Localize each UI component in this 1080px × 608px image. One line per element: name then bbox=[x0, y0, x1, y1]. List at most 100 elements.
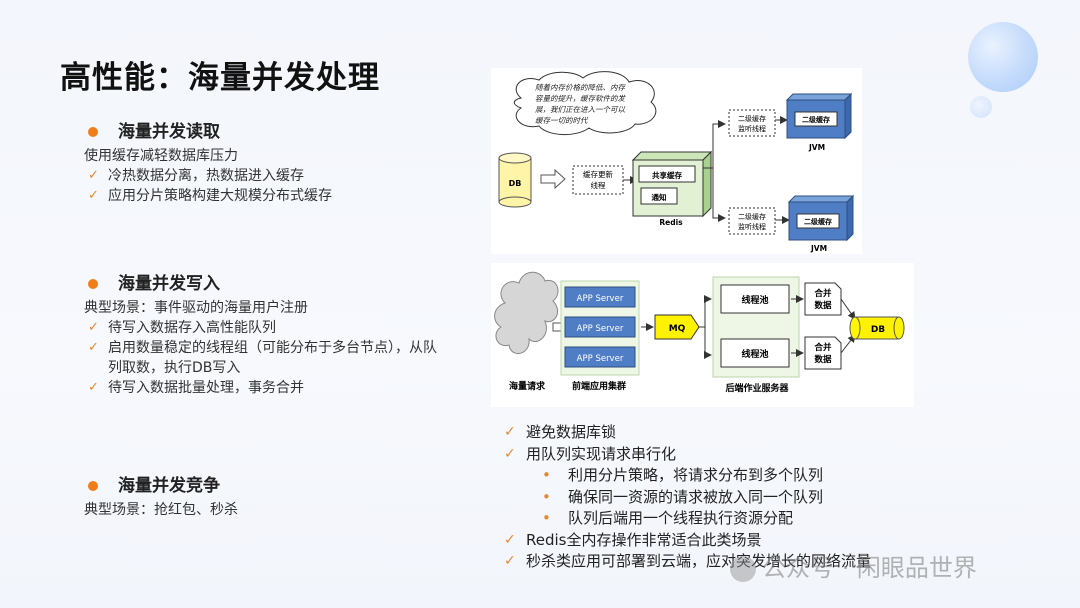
app-server-box bbox=[564, 286, 636, 308]
check-icon: ✓ bbox=[504, 553, 516, 569]
merge-label: 数据 bbox=[814, 300, 832, 311]
queue-diagram-svg: 海量请求 APP Server APP Server APP Server 前端… bbox=[494, 271, 905, 394]
monitor-label: 二级缓存 bbox=[738, 212, 766, 221]
app-server-box bbox=[564, 346, 636, 368]
thread-pool-label: 线程池 bbox=[741, 294, 768, 306]
front-cluster-label: 前端应用集群 bbox=[572, 380, 626, 392]
list-item: ✓待写入数据存入高性能队列 bbox=[88, 320, 276, 336]
monitor-label: 监听线程 bbox=[738, 222, 766, 231]
db-cylinder: DB bbox=[849, 316, 905, 340]
check-icon: ✓ bbox=[88, 188, 99, 203]
merge-label: 合并 bbox=[813, 288, 832, 299]
hollow-arrow-icon bbox=[540, 168, 566, 190]
decorative-bubble-small bbox=[970, 96, 992, 118]
list-item: ✓启用数量稳定的线程组（可能分布于多台节点），从队列取数，执行DB写入 bbox=[88, 340, 437, 376]
app-server-label: APP Server bbox=[577, 294, 624, 304]
request-cloud-shape bbox=[494, 271, 559, 354]
app-server-label: APP Server bbox=[577, 324, 624, 334]
l2-cache-box-top: 二级缓存 bbox=[785, 92, 853, 140]
check-icon: ✓ bbox=[504, 424, 516, 440]
section-heading: 海量并发竞争 bbox=[84, 474, 454, 498]
merge-data-note bbox=[804, 282, 842, 316]
cache-update-label: 线程 bbox=[591, 180, 606, 190]
monitor-label: 监听线程 bbox=[738, 124, 766, 133]
db-label: DB bbox=[509, 179, 522, 188]
list-item: ✓待写入数据批量处理，事务合并 bbox=[88, 380, 304, 396]
cache-architecture-diagram: 随着内存价格的降低、内存 容量的提升，缓存软件的发 展，我们正在进入一个可以 缓… bbox=[491, 68, 862, 254]
cloud-text-line: 容量的提升，缓存软件的发 bbox=[535, 94, 626, 103]
bullet-dot-icon bbox=[88, 279, 98, 289]
section-subtitle: 典型场景：抢红包、秒杀 bbox=[84, 502, 238, 518]
list-item: ✓Redis全内存操作非常适合此类场景 bbox=[502, 530, 1002, 552]
section-subtitle: 使用缓存减轻数据库压力 bbox=[84, 148, 238, 164]
check-icon: ✓ bbox=[88, 168, 99, 183]
cloud-text-line: 随着内存价格的降低、内存 bbox=[535, 83, 626, 92]
merge-data-note bbox=[804, 336, 842, 370]
cache-diagram-svg: 随着内存价格的降低、内存 容量的提升，缓存软件的发 展，我们正在进入一个可以 缓… bbox=[498, 71, 855, 253]
merge-label: 数据 bbox=[814, 354, 832, 365]
cache-update-thread-box bbox=[572, 165, 624, 195]
jvm-label: JVM bbox=[808, 143, 825, 152]
monitor-label: 二级缓存 bbox=[738, 114, 766, 123]
notify-label: 通知 bbox=[652, 192, 667, 202]
db-label: DB bbox=[871, 325, 885, 335]
backend-label: 后端作业服务器 bbox=[725, 382, 789, 394]
db-cylinder: DB bbox=[498, 152, 532, 208]
check-list: ✓待写入数据存入高性能队列 ✓启用数量稳定的线程组（可能分布于多台节点），从队列… bbox=[84, 318, 454, 398]
l2-cache-label: 二级缓存 bbox=[802, 115, 830, 124]
decorative-bubble bbox=[968, 22, 1038, 92]
cache-update-label: 缓存更新 bbox=[583, 169, 613, 179]
sub-list-item: •队列后端用一个线程执行资源分配 bbox=[502, 508, 1002, 530]
monitor-thread-box-bottom bbox=[728, 207, 776, 235]
bullet-icon: • bbox=[542, 509, 551, 527]
sub-list-item: •确保同一资源的请求被放入同一个队列 bbox=[502, 487, 1002, 509]
list-item: ✓冷热数据分离，热数据进入缓存 bbox=[88, 168, 304, 184]
l2-cache-box-bottom: 二级缓存 bbox=[787, 194, 855, 242]
list-item: ✓秒杀类应用可部署到云端，应对突发增长的网络流量 bbox=[502, 551, 1002, 573]
shared-cache-box bbox=[638, 165, 696, 183]
check-icon: ✓ bbox=[88, 380, 99, 395]
notify-box bbox=[640, 187, 678, 205]
watermark: 公众号 · 闲眼品世界 bbox=[730, 548, 977, 583]
section-read: 海量并发读取 使用缓存减轻数据库压力 ✓冷热数据分离，热数据进入缓存 ✓应用分片… bbox=[84, 120, 454, 206]
sub-list-item: •利用分片策略，将请求分布到多个队列 bbox=[502, 465, 1002, 487]
cloud-label: 海量请求 bbox=[509, 380, 546, 392]
app-server-box bbox=[564, 316, 636, 338]
queue-architecture-diagram: 海量请求 APP Server APP Server APP Server 前端… bbox=[491, 263, 914, 407]
redis-box: 共享缓存 通知 Redis bbox=[631, 150, 713, 227]
section-contend: 海量并发竞争 典型场景：抢红包、秒杀 bbox=[84, 474, 454, 520]
page-title: 高性能：海量并发处理 bbox=[60, 60, 380, 96]
mq-shape bbox=[654, 314, 700, 340]
cloud-shape bbox=[513, 71, 657, 135]
thread-pool-box bbox=[720, 338, 790, 368]
list-item: ✓避免数据库锁 bbox=[502, 422, 1002, 444]
cloud-text-line: 展，我们正在进入一个可以 bbox=[535, 105, 625, 114]
section-heading: 海量并发写入 bbox=[84, 272, 454, 296]
bullet-dot-icon bbox=[88, 127, 98, 137]
thread-pool-label: 线程池 bbox=[741, 348, 768, 360]
bullet-dot-icon bbox=[88, 481, 98, 491]
check-icon: ✓ bbox=[88, 340, 99, 355]
section-write: 海量并发写入 典型场景：事件驱动的海量用户注册 ✓待写入数据存入高性能队列 ✓启… bbox=[84, 272, 454, 398]
section-heading: 海量并发读取 bbox=[84, 120, 454, 144]
bullet-icon: • bbox=[542, 466, 551, 484]
check-list: ✓冷热数据分离，热数据进入缓存 ✓应用分片策略构建大规模分布式缓存 bbox=[84, 166, 454, 206]
bullet-icon: • bbox=[542, 487, 551, 506]
right-check-list: ✓避免数据库锁 ✓用队列实现请求串行化 •利用分片策略，将请求分布到多个队列 •… bbox=[502, 422, 1002, 573]
monitor-thread-box-top bbox=[728, 109, 776, 137]
shared-cache-label: 共享缓存 bbox=[652, 170, 682, 180]
jvm-label: JVM bbox=[810, 244, 827, 253]
check-icon: ✓ bbox=[504, 531, 516, 548]
check-icon: ✓ bbox=[504, 445, 516, 462]
l2-cache-label: 二级缓存 bbox=[804, 217, 832, 226]
list-item: ✓用队列实现请求串行化 bbox=[502, 444, 1002, 466]
cloud-text-line: 缓存一切的时代 bbox=[535, 116, 589, 125]
merge-label: 合并 bbox=[813, 342, 832, 353]
section-subtitle: 典型场景：事件驱动的海量用户注册 bbox=[84, 300, 308, 316]
check-icon: ✓ bbox=[88, 320, 99, 335]
redis-label: Redis bbox=[659, 218, 683, 227]
thread-pool-box bbox=[720, 284, 790, 314]
mq-label: MQ bbox=[669, 324, 686, 334]
wechat-logo-icon bbox=[730, 556, 756, 582]
app-server-label: APP Server bbox=[577, 354, 624, 364]
